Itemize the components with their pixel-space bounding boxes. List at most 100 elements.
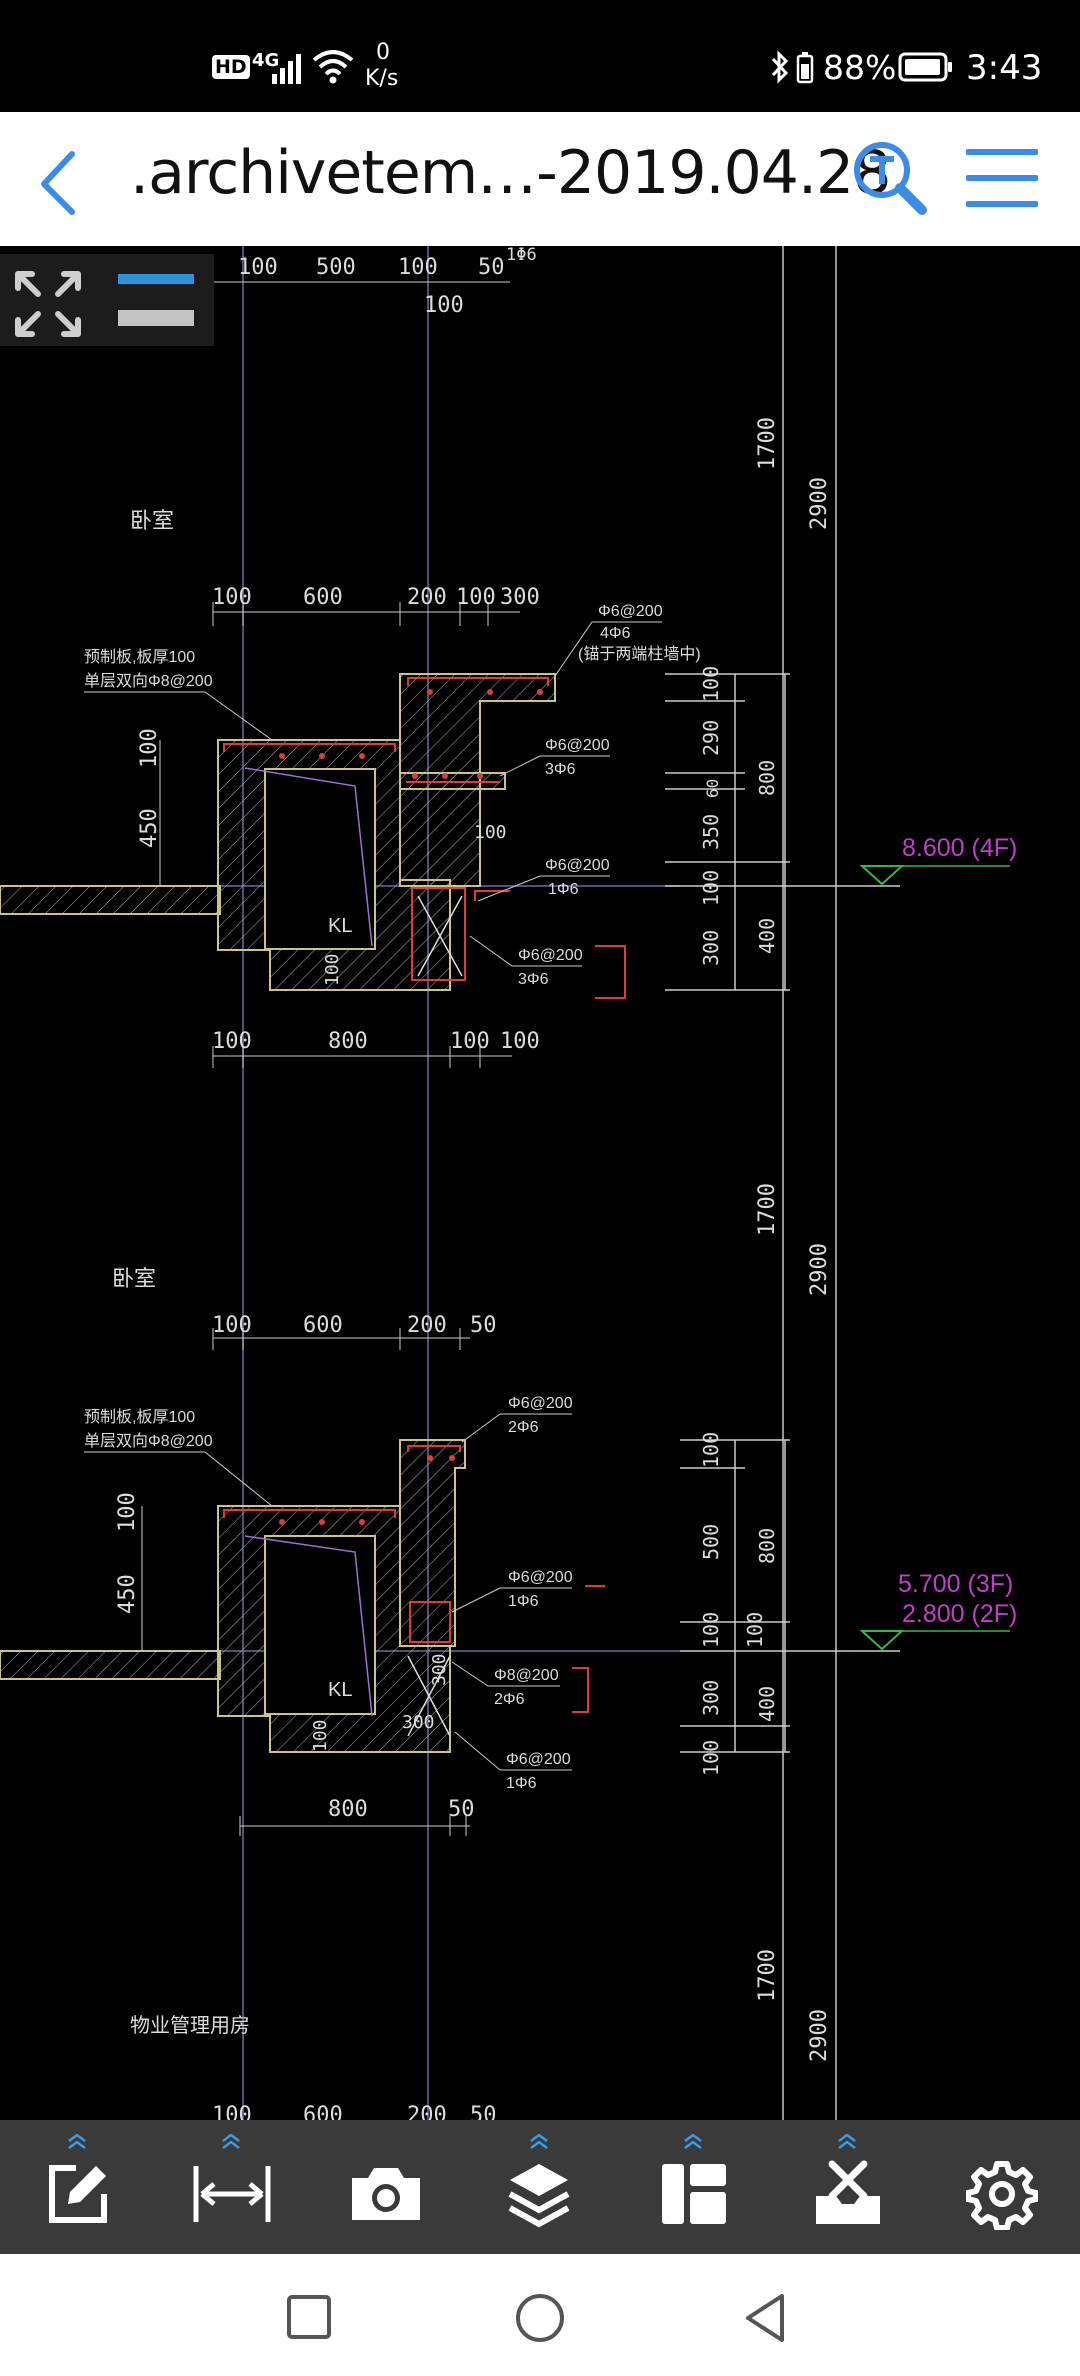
back-chevron-icon[interactable] xyxy=(32,148,88,218)
svg-text:100: 100 xyxy=(456,585,496,610)
svg-text:200: 200 xyxy=(407,2103,447,2120)
svg-text:8.600 (4F): 8.600 (4F) xyxy=(902,834,1017,862)
svg-text:100: 100 xyxy=(500,1029,540,1054)
top-dimension-row: 100 500 100 50 100 1Φ6 xyxy=(213,246,537,318)
svg-text:100: 100 xyxy=(424,293,464,318)
cad-drawing: 100 500 100 50 100 1Φ6 卧室 卧室 物业管理用房 1700… xyxy=(0,246,1017,2120)
svg-text:800: 800 xyxy=(755,1528,779,1564)
svg-text:600: 600 xyxy=(303,585,343,610)
screenshot-tool[interactable] xyxy=(308,2120,462,2254)
room-label-property-office: 物业管理用房 xyxy=(130,2014,250,2037)
svg-text:Φ6@200: Φ6@200 xyxy=(518,947,583,964)
svg-text:5.700 (3F): 5.700 (3F) xyxy=(898,1570,1013,1598)
svg-text:3Φ6: 3Φ6 xyxy=(518,971,549,988)
svg-text:1Φ6: 1Φ6 xyxy=(548,881,579,898)
svg-text:100: 100 xyxy=(699,870,723,906)
svg-text:2Φ6: 2Φ6 xyxy=(508,1419,539,1436)
signal-icon xyxy=(272,54,301,84)
back-triangle-icon[interactable] xyxy=(742,2292,788,2344)
system-navigation-bar xyxy=(0,2254,1080,2376)
svg-text:100: 100 xyxy=(699,1432,723,1468)
document-title: .archivetem…-2019.04.28 xyxy=(130,138,891,208)
tools-tool[interactable] xyxy=(770,2120,924,2254)
section-detail-3f: KL 100 600 200 50 800 50 xyxy=(0,1313,1017,1836)
svg-text:100: 100 xyxy=(137,728,162,768)
svg-text:2900: 2900 xyxy=(807,1243,832,1296)
svg-text:100: 100 xyxy=(398,255,438,280)
room-label-bedroom-1: 卧室 xyxy=(130,508,174,533)
svg-text:1700: 1700 xyxy=(755,1949,780,2002)
status-bar: HD 4G 0 K/s 88% 3:43 xyxy=(0,0,1080,112)
svg-text:100: 100 xyxy=(699,1612,723,1648)
recent-apps-icon[interactable] xyxy=(286,2294,332,2340)
svg-text:600: 600 xyxy=(303,2103,343,2120)
svg-text:KL: KL xyxy=(328,915,352,937)
svg-text:300: 300 xyxy=(429,1653,450,1686)
svg-text:1Φ6: 1Φ6 xyxy=(506,246,537,265)
svg-text:单层双向Φ8@200: 单层双向Φ8@200 xyxy=(84,672,213,690)
elevation-marker-4f: 8.600 (4F) xyxy=(859,834,1017,886)
expand-arrow-icon xyxy=(530,2134,548,2149)
text-search-icon[interactable] xyxy=(852,140,928,216)
svg-text:300: 300 xyxy=(699,930,723,966)
expand-arrow-icon xyxy=(68,2134,86,2149)
battery-icon xyxy=(898,52,952,82)
layout-icon xyxy=(662,2164,726,2224)
cad-drawing-canvas[interactable]: 100 500 100 50 100 1Φ6 卧室 卧室 物业管理用房 1700… xyxy=(0,246,1080,2120)
svg-text:Φ6@200: Φ6@200 xyxy=(508,1569,573,1586)
measure-tool[interactable] xyxy=(154,2120,308,2254)
svg-text:600: 600 xyxy=(303,1313,343,1338)
expand-arrow-icon xyxy=(684,2134,702,2149)
svg-text:100: 100 xyxy=(474,822,507,843)
view-controls-panel xyxy=(0,254,214,346)
svg-text:单层双向Φ8@200: 单层双向Φ8@200 xyxy=(84,1432,213,1450)
settings-tool[interactable] xyxy=(924,2120,1078,2254)
svg-text:800: 800 xyxy=(328,1797,368,1822)
room-label-bedroom-2: 卧室 xyxy=(112,1266,156,1291)
layout-tool[interactable] xyxy=(616,2120,770,2254)
vertical-dimensions: 1700 2900 1700 2900 1700 2900 xyxy=(755,417,832,2062)
background-color-toggle-icon[interactable] xyxy=(118,270,194,330)
camera-icon xyxy=(352,2168,420,2220)
battery-percent: 88% xyxy=(823,48,897,87)
svg-text:400: 400 xyxy=(755,918,779,954)
svg-text:100: 100 xyxy=(115,1492,140,1532)
svg-text:Φ6@200: Φ6@200 xyxy=(545,857,610,874)
svg-text:300: 300 xyxy=(699,1680,723,1716)
elevation-marker-3f-2f: 5.700 (3F) 2.800 (2F) xyxy=(859,1570,1017,1651)
hamburger-menu-icon[interactable] xyxy=(966,146,1038,210)
svg-text:2900: 2900 xyxy=(807,2009,832,2062)
svg-text:Φ6@200: Φ6@200 xyxy=(506,1751,571,1768)
battery-saver-icon xyxy=(796,52,814,84)
svg-text:100: 100 xyxy=(699,666,723,702)
fit-to-screen-icon[interactable] xyxy=(12,268,84,340)
bottom-dimension-row: 100 600 200 50 xyxy=(212,2103,497,2120)
svg-text:50: 50 xyxy=(448,1797,475,1822)
svg-text:2900: 2900 xyxy=(807,477,832,530)
svg-text:200: 200 xyxy=(407,585,447,610)
net-speed-unit: K/s xyxy=(365,66,399,91)
annotate-tool[interactable] xyxy=(0,2120,154,2254)
svg-text:(锚于两端柱墙中): (锚于两端柱墙中) xyxy=(578,645,701,663)
svg-text:Φ8@200: Φ8@200 xyxy=(494,1667,559,1684)
svg-text:100: 100 xyxy=(322,953,343,986)
svg-text:60: 60 xyxy=(703,779,722,798)
svg-text:预制板,板厚100: 预制板,板厚100 xyxy=(84,648,195,666)
svg-text:800: 800 xyxy=(328,1029,368,1054)
bluetooth-icon xyxy=(771,50,789,84)
measure-distance-icon xyxy=(193,2166,271,2222)
svg-text:100: 100 xyxy=(743,1612,767,1648)
layers-tool[interactable] xyxy=(462,2120,616,2254)
svg-text:Φ6@200: Φ6@200 xyxy=(545,737,610,754)
svg-text:500: 500 xyxy=(316,255,356,280)
svg-text:KL: KL xyxy=(328,1679,352,1701)
svg-text:100: 100 xyxy=(212,585,252,610)
svg-text:350: 350 xyxy=(699,814,723,850)
home-icon[interactable] xyxy=(514,2292,566,2344)
axis-lines xyxy=(0,246,680,2120)
expand-arrow-icon xyxy=(222,2134,240,2149)
svg-text:300: 300 xyxy=(500,585,540,610)
net-speed-value: 0 xyxy=(376,40,390,65)
layers-icon xyxy=(508,2164,570,2228)
svg-text:290: 290 xyxy=(699,720,723,756)
